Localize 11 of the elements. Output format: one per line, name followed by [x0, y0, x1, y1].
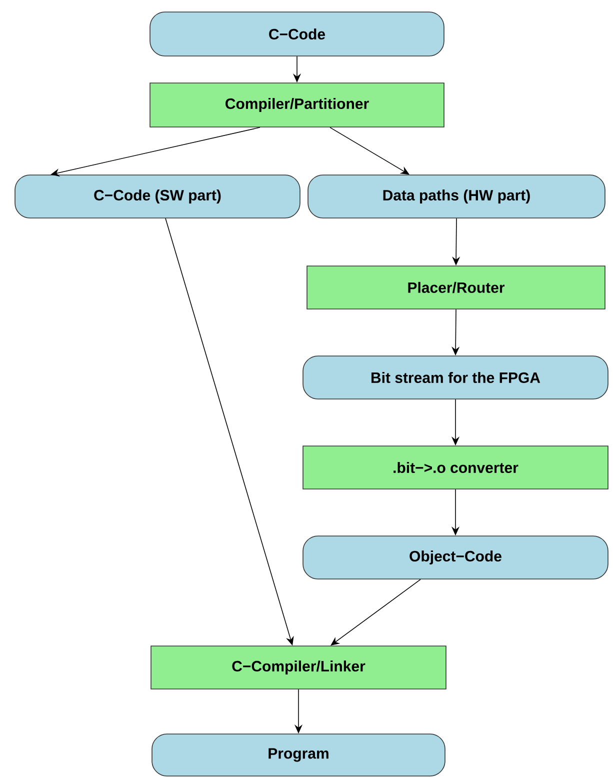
process-box: .bit−>.o converter — [302, 446, 608, 490]
process-box: C−Compiler/Linker — [150, 646, 446, 690]
data-box: C−Code — [150, 12, 444, 56]
data-box: Data paths (HW part) — [308, 174, 606, 218]
data-box: C−Code (SW part) — [14, 174, 300, 218]
data-box: Program — [152, 734, 446, 776]
process-box: Placer/Router — [306, 266, 606, 310]
data-box: Object−Code — [302, 536, 608, 580]
data-box: Bit stream for the FPGA — [302, 356, 608, 400]
arrow — [330, 127, 410, 175]
process-box: Compiler/Partitioner — [150, 82, 444, 128]
